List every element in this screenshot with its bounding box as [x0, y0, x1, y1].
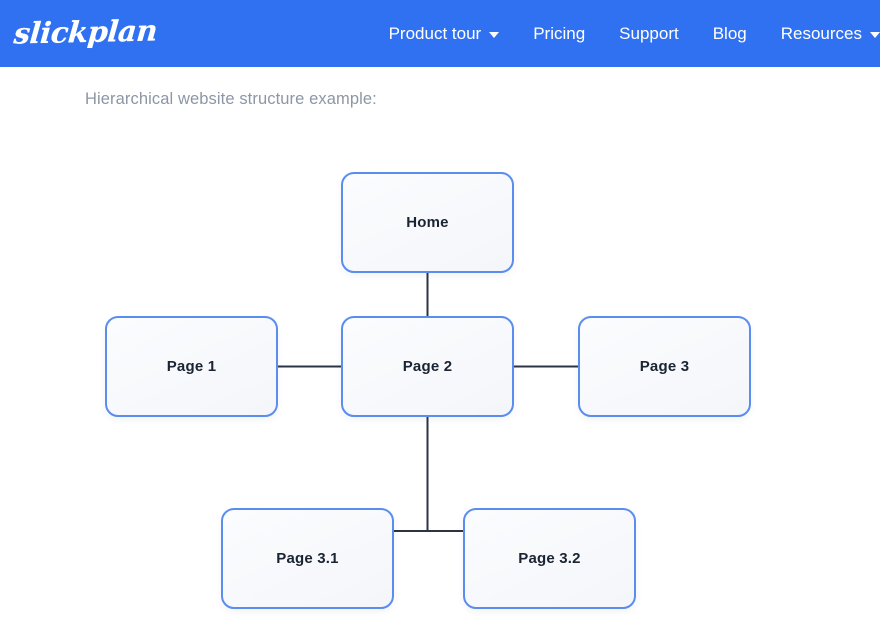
nav-item-label: Product tour [388, 24, 482, 43]
site-header: slickplan Product tour Pricing Support B… [0, 0, 880, 67]
diagram-node-page-3[interactable]: Page 3 [578, 316, 751, 417]
nav-item-label: Pricing [533, 24, 586, 43]
diagram-node-page-3-2[interactable]: Page 3.2 [463, 508, 636, 609]
nav-item-blog[interactable]: Blog [696, 25, 764, 42]
nav-item-support[interactable]: Support [602, 25, 696, 42]
node-label: Page 2 [402, 358, 453, 375]
node-label: Page 3.1 [276, 550, 339, 567]
nav-item-resources[interactable]: Resources [764, 25, 880, 42]
diagram-node-page-2[interactable]: Page 2 [341, 316, 514, 417]
diagram-node-page-1[interactable]: Page 1 [105, 316, 278, 417]
page-content: Hierarchical website structure example: [0, 67, 880, 644]
chevron-down-icon [870, 31, 880, 38]
diagram-node-home[interactable]: Home [341, 172, 514, 273]
chevron-down-icon [489, 31, 500, 38]
nav-item-product-tour[interactable]: Product tour [372, 25, 517, 42]
sitemap-diagram: Home Page 1 Page 2 Page 3 Page 3.1 Page … [0, 67, 880, 644]
node-label: Page 1 [166, 358, 217, 375]
diagram-node-page-3-1[interactable]: Page 3.1 [221, 508, 394, 609]
node-label: Home [406, 214, 449, 231]
main-nav: Product tour Pricing Support Blog Resour… [372, 25, 880, 42]
nav-item-label: Resources [780, 24, 862, 43]
nav-item-pricing[interactable]: Pricing [516, 25, 602, 42]
node-label: Page 3 [639, 358, 690, 375]
slickplan-logo[interactable]: slickplan [12, 13, 159, 51]
node-label: Page 3.2 [518, 550, 581, 567]
nav-item-label: Support [619, 24, 679, 43]
nav-item-label: Blog [712, 24, 747, 43]
page-caption: Hierarchical website structure example: [85, 90, 377, 108]
